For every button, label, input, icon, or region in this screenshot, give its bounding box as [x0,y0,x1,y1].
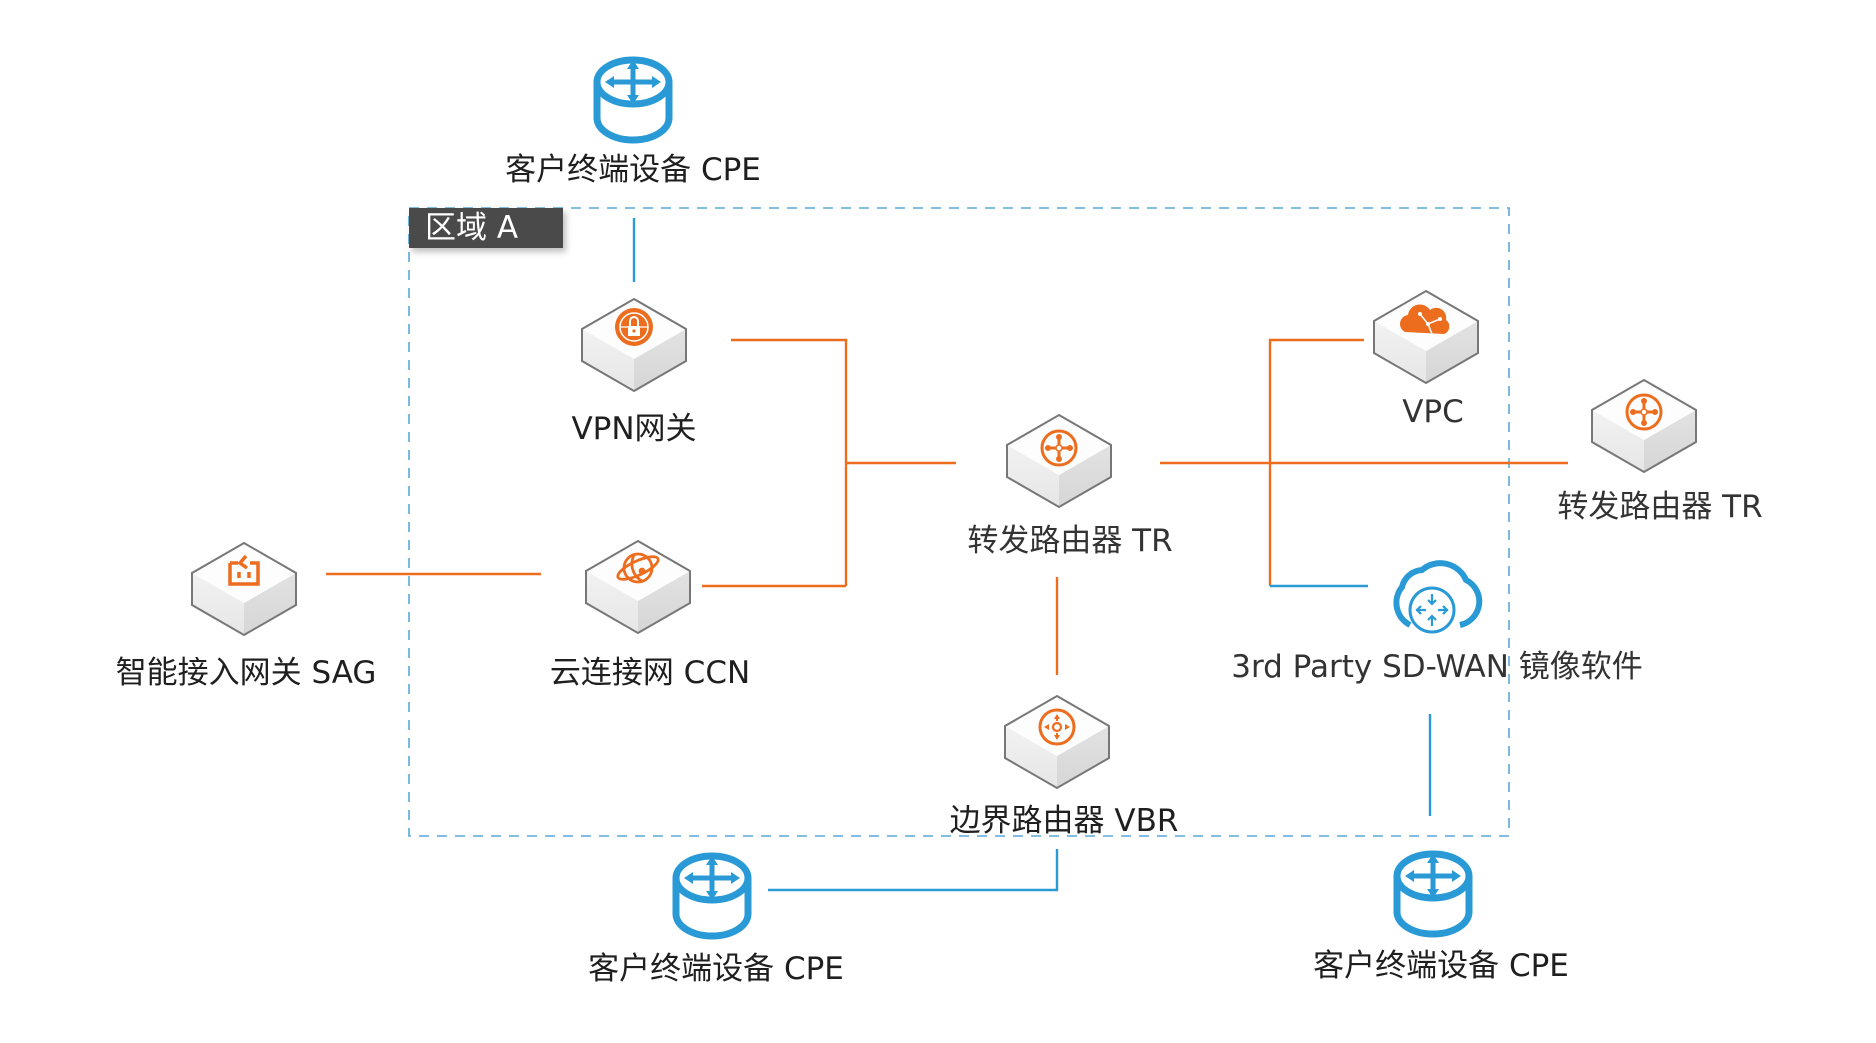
ccn-label: 云连接网 CCN [549,655,751,691]
connections [326,218,1568,892]
sag-gateway-icon [228,554,260,586]
transit-router-center-node[interactable] [1006,414,1112,508]
transit-router-icon [1040,429,1078,467]
vpc-label: VPC [1402,394,1464,430]
router-icon [676,856,748,936]
transit-router-right-label: 转发路由器 TR [1557,489,1763,525]
sdwan-cloud-router-icon [1393,560,1483,634]
router-icon [1397,854,1469,934]
router-icon [597,60,669,140]
vbr-node[interactable] [1004,695,1110,789]
vbr-label: 边界路由器 VBR [949,803,1179,839]
ccn-globe-icon [616,552,660,584]
transit-router-icon [1625,393,1663,431]
transit-router-right-node[interactable] [1591,379,1697,473]
sag-node[interactable] [191,542,297,636]
vpn-gateway-node[interactable] [581,298,687,392]
vpc-cloud-icon [1400,304,1450,335]
vpc-node[interactable] [1373,290,1479,384]
cpe-bottom-right-label: 客户终端设备 CPE [1313,948,1569,984]
sdwan-label: 3rd Party SD-WAN 镜像软件 [1231,649,1643,685]
vpn-gateway-label: VPN网关 [571,411,697,447]
cpe-top-label: 客户终端设备 CPE [505,152,761,188]
region-a-boundary [408,207,1510,837]
cpe-top-node[interactable] [597,60,669,140]
region-label: 区域 A [409,208,563,248]
sdwan-node[interactable] [1393,560,1483,634]
sag-label: 智能接入网关 SAG [115,655,377,691]
cpe-bottom-left-node[interactable] [676,856,748,936]
ccn-node[interactable] [585,540,691,634]
border-router-icon [1038,708,1076,746]
vpn-lock-globe-icon [615,308,653,346]
cpe-bottom-right-node[interactable] [1397,854,1469,934]
link-vpn-tr [731,338,848,586]
link-vbr-cpe [768,849,1059,892]
transit-router-center-label: 转发路由器 TR [967,523,1173,559]
link-tr-vpc [1268,338,1364,586]
cpe-bottom-left-label: 客户终端设备 CPE [588,951,844,987]
